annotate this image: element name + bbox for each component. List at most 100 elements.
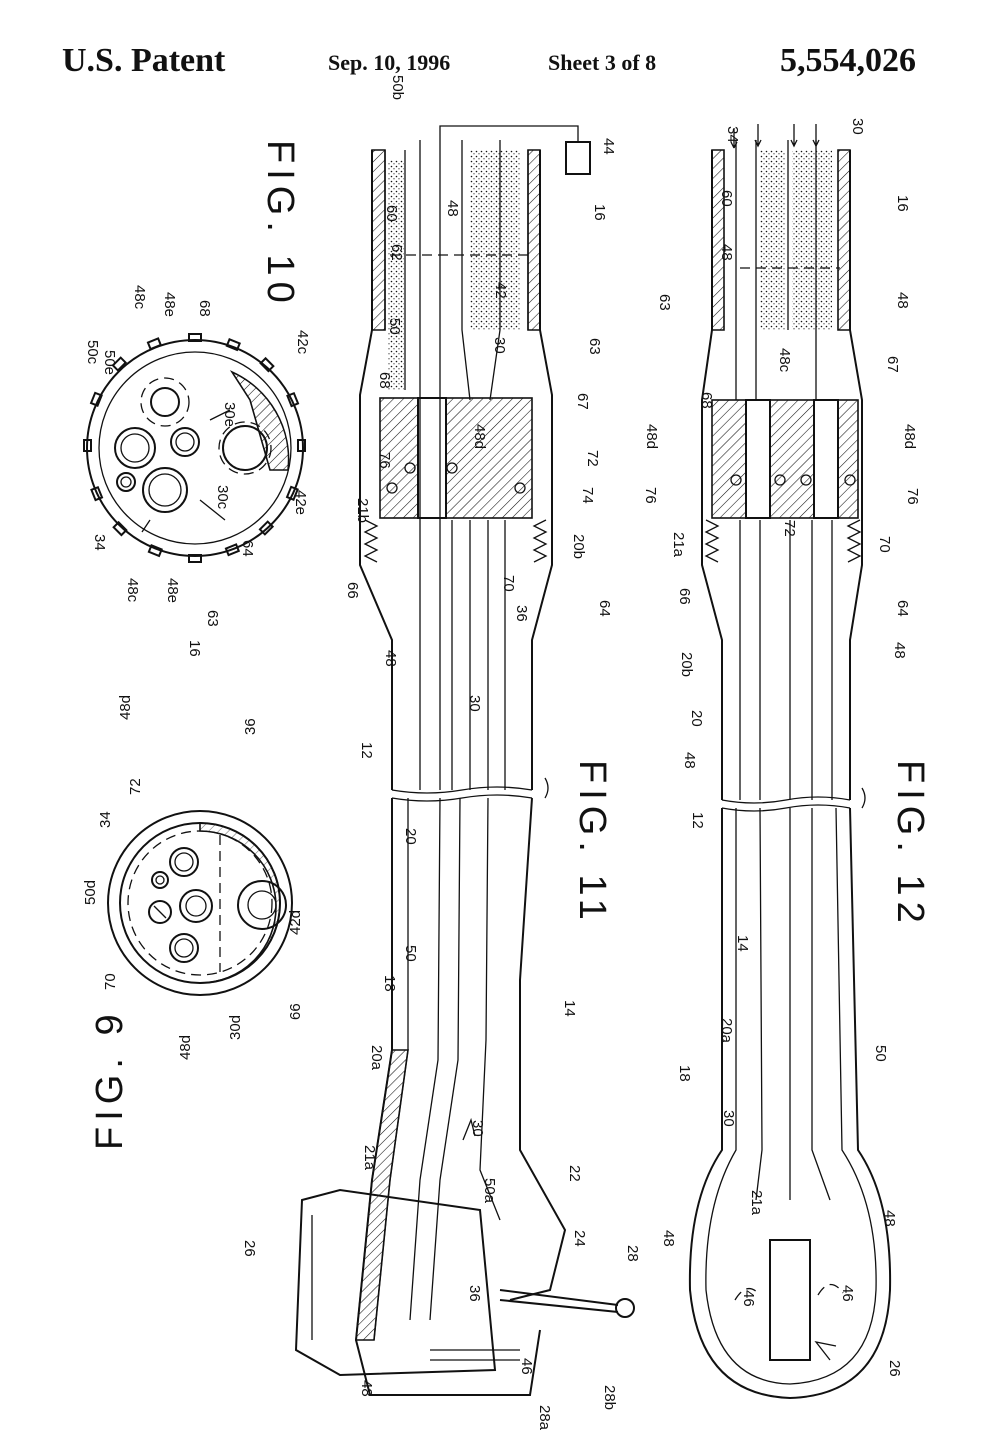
fig11-label: 74: [579, 487, 596, 504]
fig11-label: 21b: [354, 498, 371, 523]
fig10-label: 42e: [292, 490, 309, 515]
fig12-label: 34: [724, 126, 741, 143]
fig9-label: 70: [102, 973, 119, 990]
fig10-label: 42c: [294, 330, 311, 355]
fig11-label: 36: [466, 1285, 483, 1302]
fig11-label: 24: [571, 1230, 588, 1247]
fig11-label: 20a: [368, 1045, 385, 1071]
fig11-label: 44: [600, 138, 617, 155]
fig11-label: 62: [388, 244, 405, 261]
fig11-label: 14: [561, 1000, 578, 1017]
fig11-label: 72: [584, 450, 601, 467]
fig10-drawing: [83, 333, 306, 563]
fig12-label: 48c: [776, 348, 793, 373]
fig11-label: 26: [241, 1240, 258, 1257]
fig9-drawing: [107, 810, 293, 996]
fig11-drawing: [294, 125, 635, 1396]
fig11-label: 48: [444, 200, 461, 217]
fig12-label: 48: [681, 752, 698, 769]
fig11-label: 46: [518, 1358, 535, 1375]
fig12-label: 48: [891, 642, 908, 659]
fig11-label: 42: [492, 282, 509, 299]
patent-number: 5,554,026: [780, 42, 916, 79]
fig10-label: 34: [91, 534, 108, 551]
fig12-label: 46: [740, 1290, 757, 1307]
fig12-label: 70: [876, 536, 893, 553]
fig10-title: FIG. 10: [259, 140, 301, 309]
fig9-label: 50d: [82, 880, 99, 905]
fig12-title: FIG. 12: [889, 760, 931, 929]
fig9-label: 34: [97, 811, 114, 828]
fig11-label: 67: [574, 393, 591, 410]
fig11-label: 22: [566, 1165, 583, 1182]
fig9-label: 30d: [227, 1015, 244, 1040]
fig12-label: 21a: [670, 532, 687, 558]
fig12-label: 20: [688, 710, 705, 727]
patent-date: Sep. 10, 1996: [328, 50, 451, 75]
patent-office-label: U.S. Patent: [62, 42, 226, 79]
fig10-label: 48c: [131, 285, 148, 310]
fig11-label: 76: [376, 452, 393, 469]
fig9-label: 36: [242, 718, 259, 735]
fig10-label: 63: [204, 610, 221, 627]
fig12-label: 48d: [643, 424, 660, 449]
fig12-label: 76: [642, 487, 659, 504]
fig11-label: 28a: [536, 1405, 553, 1431]
fig12-label: 16: [894, 195, 911, 212]
fig11-label: 36: [513, 605, 530, 622]
fig12-label: 50: [872, 1045, 889, 1062]
fig10-label: 50c: [84, 340, 101, 365]
fig11-label: 20: [402, 828, 419, 845]
fig12-label: 48: [660, 1230, 677, 1247]
fig12-drawing: [688, 124, 892, 1400]
fig11-label: 60: [383, 205, 400, 222]
fig11-label: 20b: [570, 534, 587, 559]
fig11-label: 50: [402, 945, 419, 962]
fig12-label: 48: [881, 1210, 898, 1227]
fig11-label: 48: [358, 1380, 375, 1397]
fig12-label: 63: [656, 294, 673, 311]
fig11-label: 18: [381, 975, 398, 992]
fig10-label: 16: [186, 640, 203, 657]
fig11-label: 30: [466, 695, 483, 712]
fig10-label: 30e: [221, 402, 238, 427]
fig9-title: FIG. 9: [89, 1008, 131, 1150]
fig11-label: 70: [500, 575, 517, 592]
fig12-label: 46: [839, 1285, 856, 1302]
fig11-label: 48d: [471, 424, 488, 449]
fig11-label: 68: [376, 372, 393, 389]
fig12-label: 12: [689, 812, 706, 829]
fig9-label: 42d: [287, 910, 304, 935]
fig12-label: 67: [884, 356, 901, 373]
fig11-label: 28: [624, 1245, 641, 1262]
fig12-label: 60: [718, 190, 735, 207]
fig12-label: 68: [698, 392, 715, 409]
fig11-label: 64: [596, 600, 613, 617]
fig12-label: 76: [904, 488, 921, 505]
fig12-label: 21a: [748, 1190, 765, 1216]
fig12-label: 26: [886, 1360, 903, 1377]
fig10-label: 48e: [161, 292, 178, 317]
fig12-label: 18: [676, 1065, 693, 1082]
fig9-label: 48d: [117, 695, 134, 720]
fig10-label: 64: [239, 540, 256, 557]
fig11-label: 63: [586, 338, 603, 355]
fig9-label: 66: [287, 1003, 304, 1020]
fig10-label: 48e: [164, 578, 181, 603]
fig11-label: 30: [469, 1120, 486, 1137]
fig11-label: 50a: [481, 1178, 498, 1204]
fig11-label: 28b: [601, 1385, 618, 1410]
fig12-label: 72: [781, 520, 798, 537]
fig11-label: 30: [491, 337, 508, 354]
fig10-label: 68: [196, 300, 213, 317]
fig11-label: 16: [591, 204, 608, 221]
fig10-label: 48c: [124, 578, 141, 603]
fig12-label: 30: [720, 1110, 737, 1127]
fig10-label: 30c: [214, 485, 231, 510]
fig11-label: 50b: [389, 75, 406, 100]
sheet-number: Sheet 3 of 8: [548, 50, 657, 75]
fig11-label: 12: [358, 742, 375, 759]
